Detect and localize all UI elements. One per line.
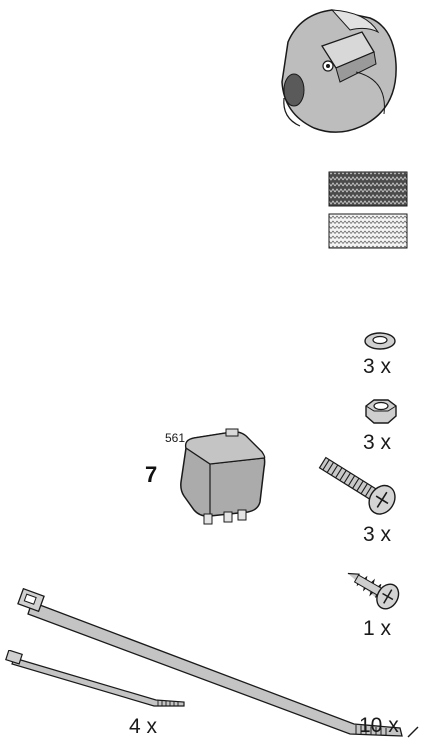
relay-part-number: 561: [165, 431, 186, 445]
trailer-socket-icon: [281, 9, 397, 133]
sealing-strip-icon: [328, 171, 408, 249]
washer-quantity: 3 x: [363, 355, 392, 378]
washer-icon: [364, 332, 396, 350]
relay-icon: [180, 428, 266, 525]
relay-item-index: 7: [145, 462, 158, 487]
large-cable-tie-icon: [17, 588, 403, 737]
corner-mark: [407, 726, 419, 738]
bolt-quantity: 3 x: [363, 523, 392, 546]
self-tapping-screw-icon: [347, 572, 400, 610]
bolt-icon: [318, 456, 396, 515]
large-cable-tie-quantity: 10 x: [359, 714, 399, 737]
small-cable-tie-quantity: 4 x: [129, 715, 158, 738]
small-cable-tie-icon: [5, 650, 185, 707]
screw-quantity: 1 x: [363, 617, 392, 640]
hex-nut-icon: [365, 399, 397, 424]
nut-quantity: 3 x: [363, 431, 392, 454]
